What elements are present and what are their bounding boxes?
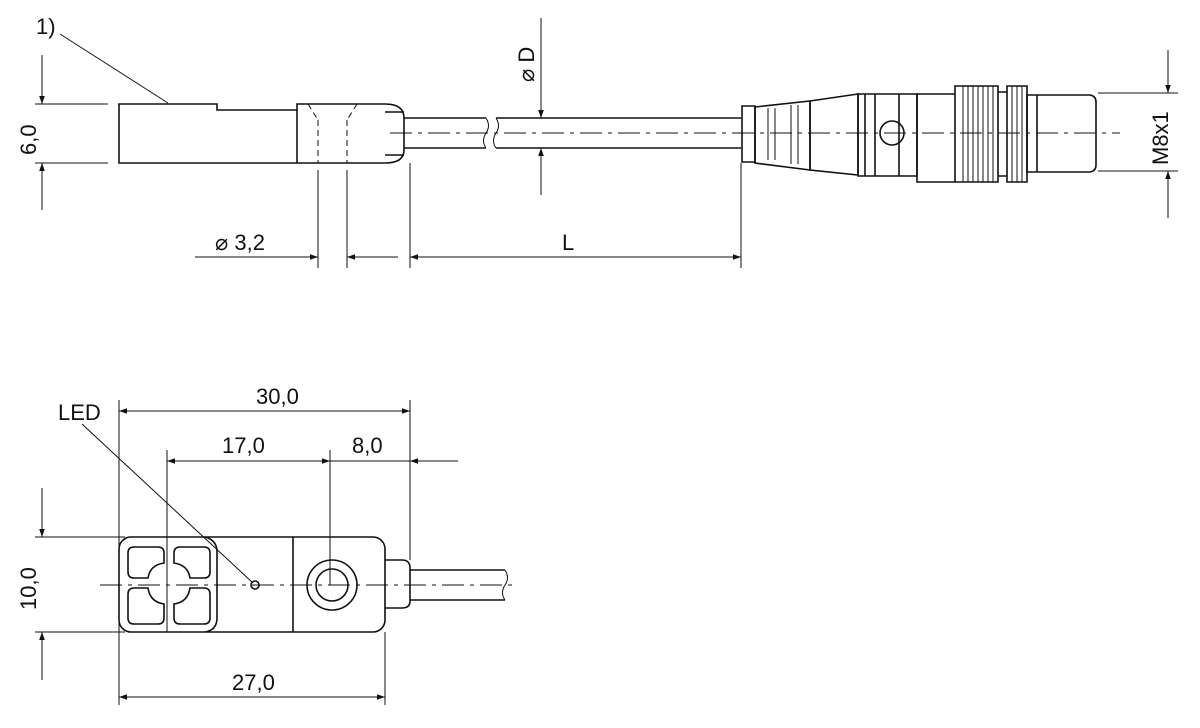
dim-hole-offset: 8,0	[330, 433, 458, 464]
dim-thread: M8x1	[1098, 50, 1178, 218]
dim-hole-offset-label: 8,0	[352, 433, 383, 458]
dim-hole-position-label: 17,0	[222, 433, 265, 458]
led-callout: LED	[58, 400, 254, 584]
side-view: 6,0 ⌀ D ⌀ 3,2 L M8x1 1)	[16, 14, 1178, 268]
led-label: LED	[58, 400, 101, 425]
dim-overall-length: 30,0	[118, 384, 411, 705]
dim-cable-diameter-label: ⌀ D	[514, 47, 539, 82]
sensor-body-top	[100, 450, 515, 633]
dim-hole-position: 17,0	[167, 433, 330, 464]
dim-body-length: 27,0	[119, 670, 385, 700]
note-1-label: 1)	[36, 14, 56, 39]
note-1: 1)	[36, 14, 169, 104]
dim-hole-diameter-label: ⌀ 3,2	[215, 230, 265, 255]
m8-connector	[741, 85, 1097, 183]
dim-cable-length: L	[410, 230, 741, 260]
dim-width-label: 10,0	[16, 567, 41, 610]
dim-height: 6,0	[16, 55, 108, 210]
dim-width: 10,0	[16, 488, 125, 680]
top-view: 30,0 17,0 8,0 10,0 27,0 LED	[16, 384, 515, 705]
dim-cable-diameter: ⌀ D	[514, 18, 544, 195]
dim-body-length-label: 27,0	[232, 670, 275, 695]
dim-cable-length-label: L	[562, 230, 574, 255]
dim-overall-length-label: 30,0	[256, 384, 299, 409]
dim-height-label: 6,0	[16, 124, 41, 155]
sensing-face-icon	[127, 546, 211, 625]
sensor-body-side	[118, 103, 405, 164]
dim-thread-label: M8x1	[1148, 111, 1173, 165]
dim-hole-diameter: ⌀ 3,2	[195, 163, 742, 268]
